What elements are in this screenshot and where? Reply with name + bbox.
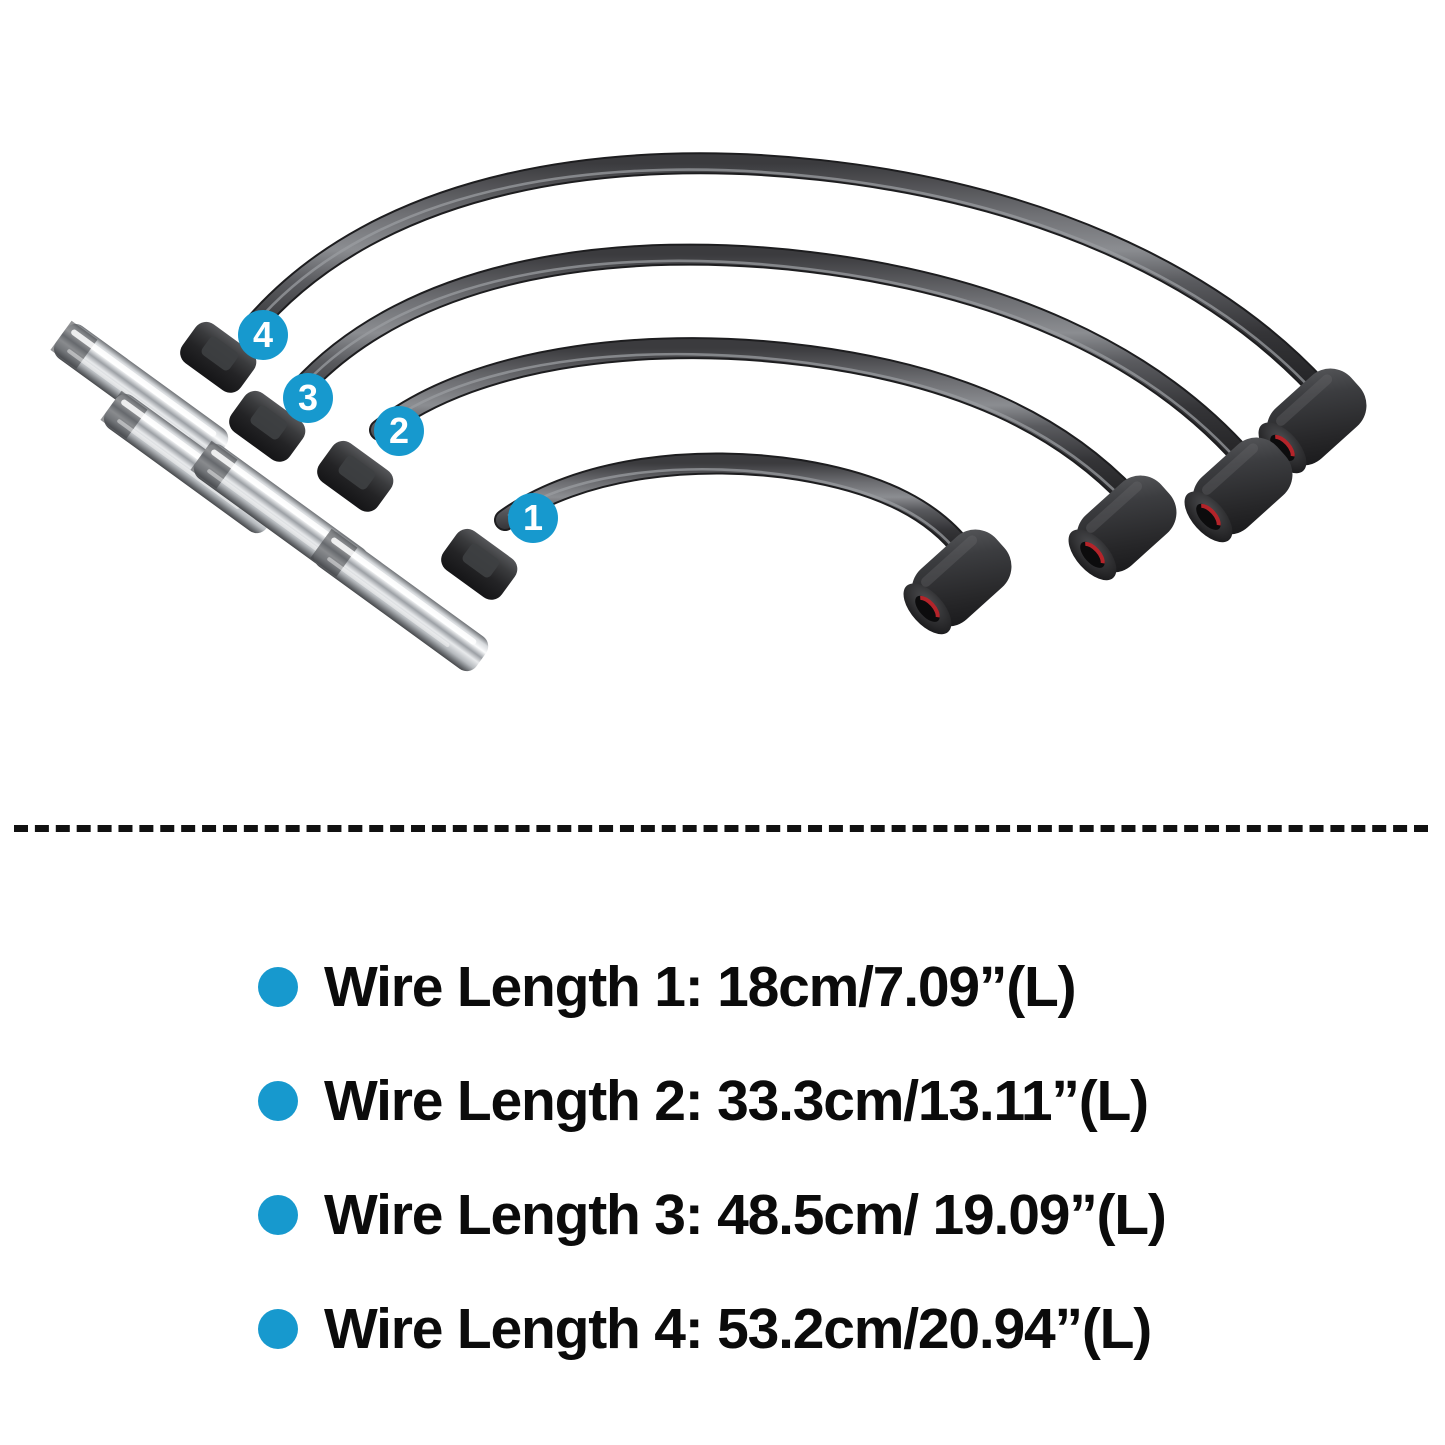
wire-1-cable bbox=[496, 454, 974, 561]
list-item: Wire Length 4: 53.2cm/20.94”(L) bbox=[258, 1272, 1378, 1386]
spec-label: Wire Length 3: 48.5cm/ 19.09”(L) bbox=[324, 1183, 1167, 1247]
wire-1 bbox=[310, 452, 1012, 672]
product-photo: 1 2 3 4 bbox=[50, 152, 1367, 672]
wire-1-terminal-body bbox=[314, 531, 489, 672]
wire-3 bbox=[100, 243, 1293, 543]
spark-plug-wire-set-illustration bbox=[50, 152, 1367, 672]
wire-2-terminal-gloss-2 bbox=[207, 469, 330, 560]
wire-1-terminal bbox=[310, 528, 489, 672]
wire-4-boot-red-ring bbox=[1275, 434, 1295, 457]
dashed-divider bbox=[14, 825, 1428, 832]
wire-4-boot bbox=[1258, 368, 1367, 474]
wire-4-terminal-slot bbox=[50, 320, 98, 369]
bullet-icon bbox=[258, 1309, 298, 1349]
wire-1-boot bbox=[903, 529, 1012, 635]
wire-3-collar-tab bbox=[250, 405, 288, 440]
wire-1-terminal-gloss bbox=[331, 537, 477, 645]
wire-1-highlight bbox=[507, 467, 961, 556]
wire-4-boot-bore bbox=[1270, 434, 1295, 461]
wire-3-boot-red-ring bbox=[1201, 503, 1221, 526]
wire-4-boot-gloss bbox=[1276, 374, 1333, 426]
wire-3-highlight bbox=[297, 259, 1241, 464]
wire-3-collar bbox=[229, 390, 306, 462]
wire-3-boot bbox=[1184, 437, 1293, 543]
wire-2-highlight bbox=[382, 352, 1126, 502]
callout-badge-2: 2 bbox=[374, 406, 424, 456]
wire-3-terminal-slot bbox=[100, 390, 148, 439]
wire-length-spec-list: Wire Length 1: 18cm/7.09”(L) Wire Length… bbox=[258, 930, 1378, 1386]
bullet-icon bbox=[258, 1081, 298, 1121]
wire-4-terminal bbox=[50, 320, 229, 464]
spec-label: Wire Length 4: 53.2cm/20.94”(L) bbox=[324, 1297, 1152, 1361]
callout-badge-4: 4 bbox=[238, 310, 288, 360]
wire-2-boot-bore bbox=[1080, 541, 1105, 568]
list-item: Wire Length 3: 48.5cm/ 19.09”(L) bbox=[258, 1158, 1378, 1272]
bullet-icon bbox=[258, 1195, 298, 1235]
wire-2-terminal-slot bbox=[190, 440, 238, 489]
wire-2-boot bbox=[1068, 475, 1177, 581]
list-item: Wire Length 2: 33.3cm/13.11”(L) bbox=[258, 1044, 1378, 1158]
wire-2-collar-tab bbox=[338, 455, 376, 490]
wire-1-collar bbox=[441, 528, 518, 600]
list-item: Wire Length 1: 18cm/7.09”(L) bbox=[258, 930, 1378, 1044]
wire-3-terminal-gloss-2 bbox=[117, 419, 240, 510]
spec-label: Wire Length 1: 18cm/7.09”(L) bbox=[324, 955, 1077, 1019]
wire-2-boot-red-ring bbox=[1085, 541, 1105, 564]
wire-1-collar-tab bbox=[462, 543, 500, 578]
wire-3-boot-gloss bbox=[1202, 443, 1259, 495]
wire-1-boot-gloss bbox=[921, 535, 978, 587]
wire-1-terminal-slot bbox=[310, 528, 358, 577]
callout-badge-1: 1 bbox=[508, 493, 558, 543]
wire-1-boot-bore bbox=[915, 595, 940, 622]
wire-1-boot-red-ring bbox=[920, 595, 940, 618]
callout-badge-2-label: 2 bbox=[388, 410, 410, 451]
callout-badge-1-label: 1 bbox=[522, 497, 544, 538]
wire-4-highlight bbox=[252, 168, 1316, 394]
callout-badge-4-label: 4 bbox=[252, 314, 274, 355]
wire-4-collar bbox=[180, 321, 257, 393]
wire-4-terminal-gloss bbox=[71, 329, 217, 437]
callout-badge-3-label: 3 bbox=[297, 377, 319, 418]
wire-4 bbox=[50, 152, 1367, 474]
wire-4-collar-tab bbox=[201, 336, 239, 371]
wire-2-collar bbox=[317, 440, 394, 512]
wire-4-terminal-body bbox=[54, 323, 229, 464]
wire-2-boot-gloss bbox=[1086, 481, 1143, 533]
callout-badge-3: 3 bbox=[283, 373, 333, 423]
wire-2-terminal-gloss bbox=[211, 449, 357, 557]
wire-3-boot-bore bbox=[1196, 503, 1221, 530]
bullet-icon bbox=[258, 967, 298, 1007]
spec-label: Wire Length 2: 33.3cm/13.11”(L) bbox=[324, 1069, 1149, 1133]
wire-1-terminal-gloss-2 bbox=[327, 557, 450, 648]
wire-2 bbox=[190, 337, 1177, 584]
